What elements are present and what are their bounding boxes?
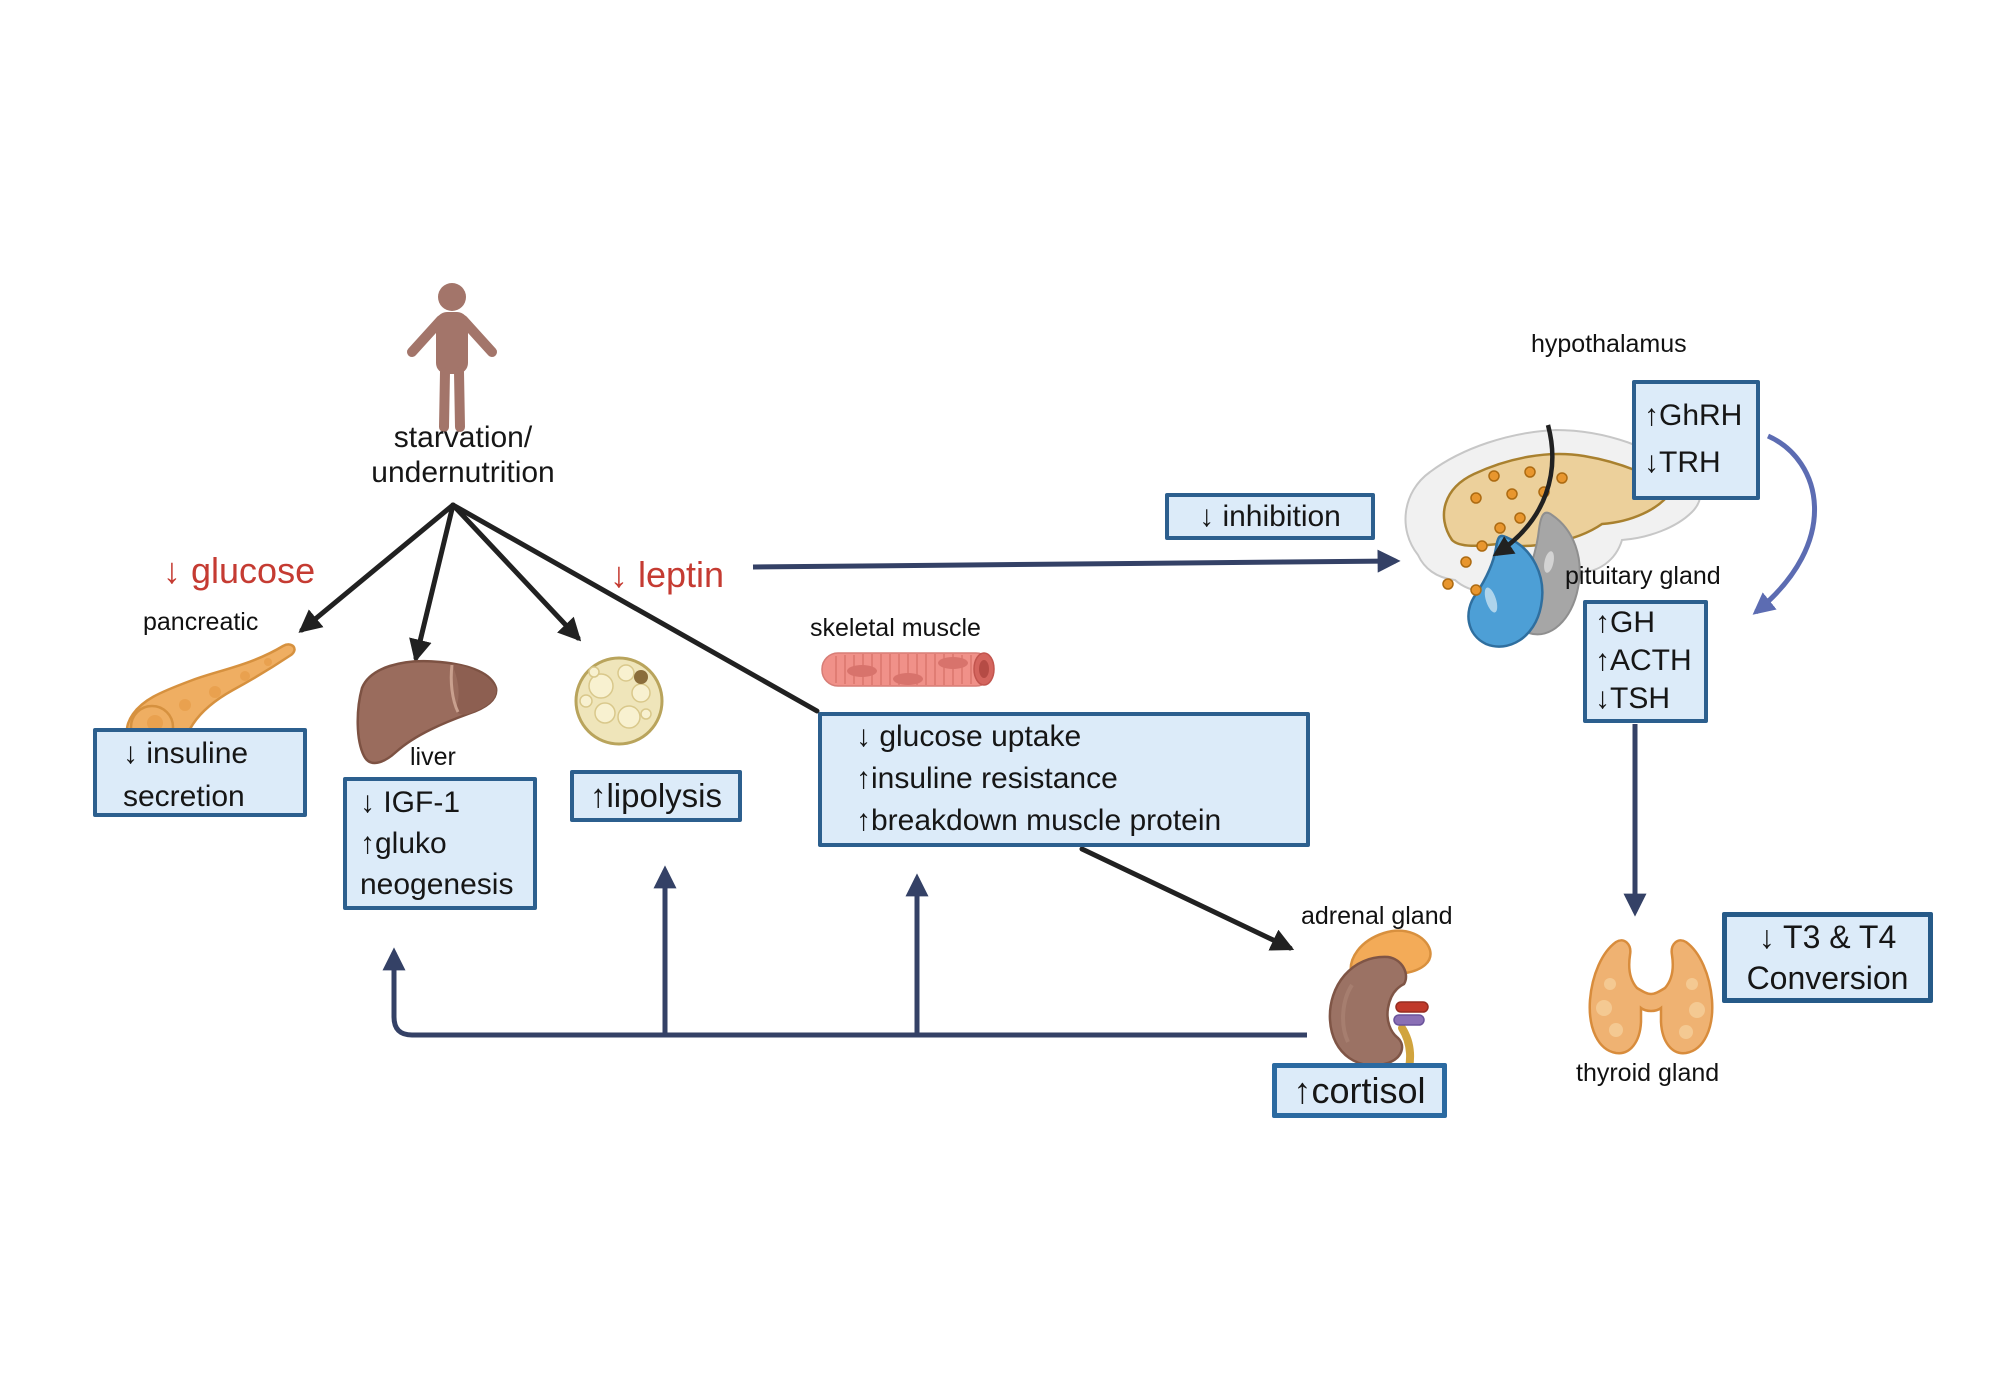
hypothalamus-pituitary-icon <box>1404 424 1702 648</box>
t3-t4-conversion-box: ↓ T3 & T4 Conversion <box>1722 912 1933 1003</box>
arrow-to-muscle-box <box>450 502 820 714</box>
arrow-to-pancreas <box>298 502 456 633</box>
insulin-secretion-box: ↓ insuline secretion <box>93 728 307 817</box>
adrenal-gland-kidney-icon <box>1328 929 1432 1082</box>
thyroid-gland-label: thyroid gland <box>1576 1059 1720 1087</box>
liver-label: liver <box>410 743 456 771</box>
arrow-leptin-to-hypothalamus <box>752 549 1401 573</box>
inhibition-box: ↓ inhibition <box>1165 493 1375 540</box>
igf1-gluconeogenesis-box: ↓ IGF-1 ↑gluko neogenesis <box>343 777 537 910</box>
cortisol-box: ↑cortisol <box>1272 1063 1447 1118</box>
arrow-to-fat-cell <box>450 502 582 642</box>
fat-cell-icon <box>574 656 664 746</box>
hormone-arrows <box>382 549 1647 1038</box>
pancreas-label: pancreatic <box>143 608 259 636</box>
lipolysis-box: ↑lipolysis <box>570 770 742 822</box>
arrow-ghrh-to-pituitary <box>1752 433 1817 615</box>
arrow-hypothalamus-secretion <box>1492 424 1555 557</box>
muscle-fiber-icon <box>821 652 995 687</box>
gh-acth-tsh-box: ↑GH ↑ACTH ↓TSH <box>1583 600 1708 723</box>
arrow-muscle-to-adrenal <box>1079 846 1295 951</box>
glucose-signal-label: ↓ glucose <box>163 550 316 591</box>
thyroid-gland-icon <box>1588 939 1714 1055</box>
liver-icon <box>356 659 498 765</box>
pituitary-gland-label: pituitary gland <box>1565 562 1721 590</box>
starvation-label: starvation/ undernutrition <box>371 421 555 489</box>
arrow-to-liver <box>409 502 456 663</box>
person-icon <box>407 283 497 432</box>
skeletal-muscle-label: skeletal muscle <box>810 614 981 642</box>
ghrh-trh-box: ↑GhRH ↓TRH <box>1632 380 1760 500</box>
cortisol-feedback-line <box>382 947 1307 1038</box>
adrenal-gland-label: adrenal gland <box>1301 902 1453 930</box>
leptin-signal-label: ↓ leptin <box>610 554 725 595</box>
muscle-effects-box: ↓ glucose uptake ↑insuline resistance ↑b… <box>818 712 1310 847</box>
hypothalamus-label: hypothalamus <box>1531 330 1687 358</box>
starvation-effect-arrows <box>298 502 1295 951</box>
